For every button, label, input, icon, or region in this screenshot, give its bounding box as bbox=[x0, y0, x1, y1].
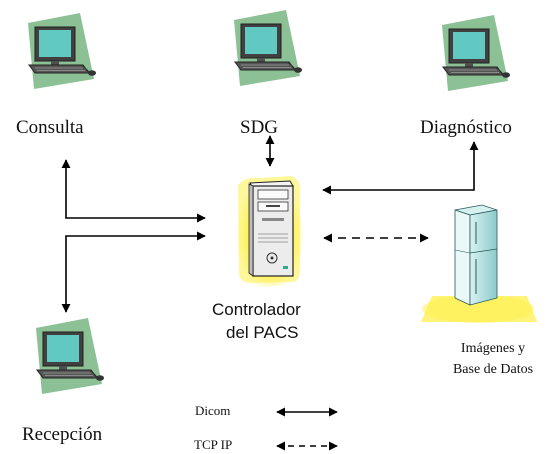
consulta-label: Consulta bbox=[16, 117, 84, 138]
server-tower-icon bbox=[236, 172, 304, 287]
recepcion-workstation-icon bbox=[35, 317, 105, 395]
controlador-label: Controlador del PACS bbox=[212, 298, 301, 344]
recepcion-controller-link bbox=[61, 231, 206, 313]
sdg-workstation-icon bbox=[233, 9, 303, 87]
recepcion-label: Recepción bbox=[22, 424, 103, 445]
legend-tcpip-label: TCP IP bbox=[194, 437, 233, 452]
controlador-label-line1: Controlador bbox=[212, 300, 301, 319]
sdg-label: SDG bbox=[240, 117, 279, 138]
database-cabinet-icon bbox=[421, 204, 537, 323]
controlador-label-line2: del PACS bbox=[226, 323, 299, 342]
diagnostico-label: Diagnóstico bbox=[420, 117, 512, 138]
database-label: Imágenes y Base de Datos bbox=[437, 338, 549, 380]
diagnostico-workstation-icon bbox=[441, 14, 511, 92]
legend-dicom-label: Dicom bbox=[195, 403, 231, 418]
connections bbox=[61, 135, 479, 313]
consulta-workstation-icon bbox=[27, 12, 97, 90]
database-label-line2: Base de Datos bbox=[452, 362, 534, 377]
database-label-line1: Imágenes y bbox=[460, 341, 526, 356]
consulta-controller-link bbox=[61, 159, 206, 223]
diagnostico-controller-link bbox=[322, 141, 479, 195]
